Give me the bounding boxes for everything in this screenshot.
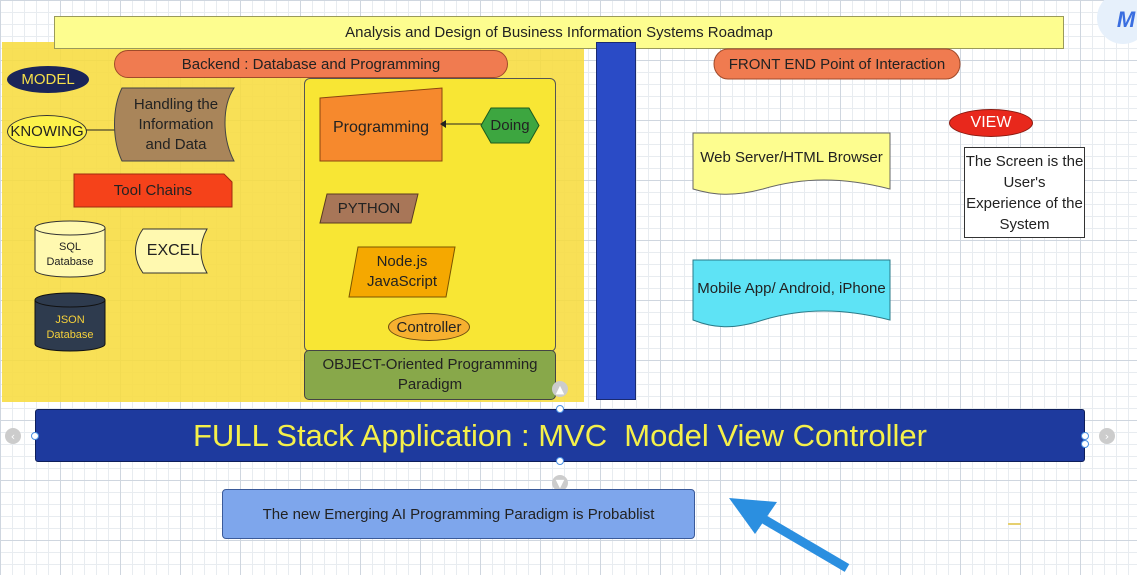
- tool-chains-label: Tool Chains: [113, 182, 193, 199]
- knowing-ellipse[interactable]: KNOWING: [7, 115, 87, 148]
- model-ellipse[interactable]: MODEL: [7, 66, 89, 93]
- doing-label: Doing: [490, 117, 530, 134]
- full-stack-label: FULL Stack Application : MVC Model View …: [193, 417, 927, 453]
- app-logo-icon[interactable]: M: [1097, 0, 1137, 44]
- ai-paradigm-note[interactable]: The new Emerging AI Programming Paradigm…: [222, 489, 695, 539]
- programming-shape[interactable]: Programming: [319, 87, 443, 162]
- sql-database-cylinder[interactable]: SQL Database: [34, 220, 106, 278]
- handling-data-label: Handling the Information and Data: [133, 95, 219, 153]
- screen-description-text: The Screen is the User's Experience of t…: [965, 152, 1084, 233]
- tool-chains-bg: [73, 173, 233, 208]
- screen-description-box[interactable]: The Screen is the User's Experience of t…: [964, 147, 1085, 238]
- oop-paradigm-label: OBJECT-Oriented Programming Paradigm: [322, 356, 538, 393]
- add-up-icon[interactable]: ▲: [552, 381, 568, 397]
- view-ellipse[interactable]: VIEW: [949, 109, 1033, 137]
- oop-paradigm-box[interactable]: OBJECT-Oriented Programming Paradigm: [304, 350, 556, 400]
- app-logo-mark: M: [1116, 7, 1136, 32]
- frontend-header-bg: [713, 48, 961, 80]
- vertical-divider-bar: [596, 42, 636, 400]
- add-down-icon[interactable]: ▼: [552, 475, 568, 491]
- json-database-bg: [34, 292, 106, 352]
- json-database-label: JSON Database: [46, 314, 94, 341]
- excel-shape[interactable]: EXCEL: [135, 228, 211, 274]
- banner-handle-bottom[interactable]: [556, 457, 564, 465]
- excel-bg: [135, 228, 208, 274]
- add-left-icon[interactable]: ‹: [5, 428, 21, 444]
- excel-label: EXCEL: [146, 242, 200, 259]
- banner-handle-right[interactable]: [1081, 432, 1089, 440]
- frontend-header-text: FRONT END Point of Interaction: [728, 55, 946, 73]
- connector-doing-programming: [440, 120, 484, 128]
- mobile-app-document[interactable]: Mobile App/ Android, iPhone: [692, 259, 891, 328]
- programming-label: Programming: [332, 118, 430, 136]
- backend-header[interactable]: Backend : Database and Programming: [114, 50, 508, 78]
- web-server-bg: [692, 132, 891, 195]
- pointer-arrow: [729, 498, 850, 572]
- python-shape[interactable]: PYTHON: [319, 193, 419, 224]
- python-bg: [319, 193, 419, 224]
- mobile-app-bg: [692, 259, 891, 328]
- roadmap-title[interactable]: Analysis and Design of Business Informat…: [54, 16, 1064, 49]
- full-stack-banner[interactable]: FULL Stack Application : MVC Model View …: [35, 409, 1085, 462]
- banner-handle-left[interactable]: [31, 432, 39, 440]
- banner-handle-right-2[interactable]: [1081, 440, 1089, 448]
- controller-ellipse[interactable]: Controller: [388, 313, 470, 341]
- programming-bg: [319, 87, 443, 162]
- backend-header-text: Backend : Database and Programming: [181, 55, 441, 73]
- handling-data-shape[interactable]: Handling the Information and Data: [114, 87, 236, 162]
- model-label: MODEL: [21, 71, 75, 88]
- controller-label: Controller: [396, 318, 462, 336]
- nodejs-label: Node.js JavaScript: [366, 253, 438, 290]
- ai-paradigm-label: The new Emerging AI Programming Paradigm…: [262, 505, 655, 523]
- handling-data-bg: [114, 87, 235, 162]
- frontend-header[interactable]: FRONT END Point of Interaction: [713, 48, 961, 80]
- doing-hexagon[interactable]: Doing: [480, 107, 540, 144]
- banner-handle-top[interactable]: [556, 405, 564, 413]
- sql-database-bg: [34, 220, 106, 278]
- web-server-document[interactable]: Web Server/HTML Browser: [692, 132, 891, 196]
- nodejs-bg: [348, 246, 456, 298]
- view-label: VIEW: [970, 114, 1012, 131]
- doing-bg: [480, 107, 540, 144]
- web-server-label: Web Server/HTML Browser: [700, 149, 883, 166]
- python-label: PYTHON: [337, 200, 401, 217]
- nodejs-shape[interactable]: Node.js JavaScript: [348, 246, 456, 298]
- roadmap-title-text: Analysis and Design of Business Informat…: [345, 24, 773, 41]
- mobile-app-label: Mobile App/ Android, iPhone: [697, 279, 886, 297]
- small-dash: [1008, 523, 1021, 525]
- tool-chains-shape[interactable]: Tool Chains: [73, 173, 233, 208]
- knowing-label: KNOWING: [10, 123, 84, 140]
- add-right-icon[interactable]: ›: [1099, 428, 1115, 444]
- sql-database-label: SQL Database: [46, 241, 94, 268]
- json-database-cylinder[interactable]: JSON Database: [34, 292, 106, 352]
